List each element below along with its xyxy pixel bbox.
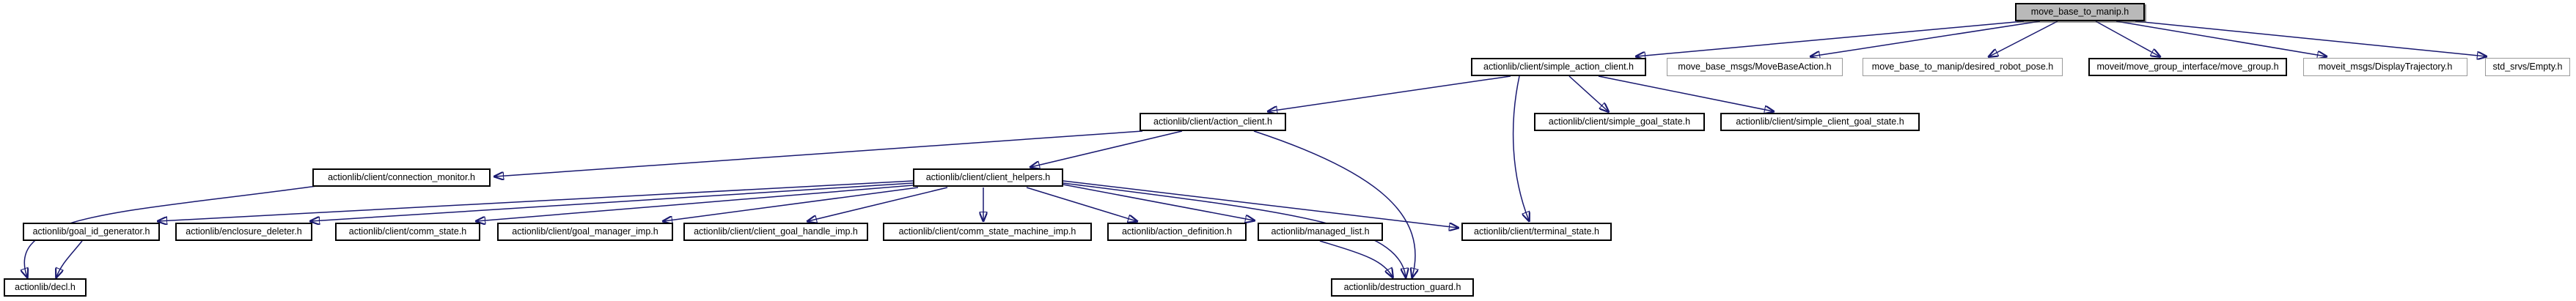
edge-action-client-destruction-guard xyxy=(1253,130,1415,277)
edge-simple-action-client-simple-goal-state xyxy=(1568,75,1608,111)
node-goal-manager-imp[interactable]: actionlib/client/goal_manager_imp.h xyxy=(497,223,673,241)
node-comm-state[interactable]: actionlib/client/comm_state.h xyxy=(335,223,480,241)
node-goal-id-generator[interactable]: actionlib/goal_id_generator.h xyxy=(23,223,160,241)
node-action-definition[interactable]: actionlib/action_definition.h xyxy=(1107,223,1247,241)
edge-root-desired-robot-pose xyxy=(1989,21,2058,56)
edge-action-client-client-helpers xyxy=(1031,130,1183,167)
node-simple-goal-state[interactable]: actionlib/client/simple_goal_state.h xyxy=(1534,113,1705,131)
edge-simple-action-client-simple-client-goal-state xyxy=(1598,75,1773,111)
node-action-client[interactable]: actionlib/client/action_client.h xyxy=(1140,113,1286,131)
node-managed-list[interactable]: actionlib/managed_list.h xyxy=(1258,223,1383,241)
edge-root-display-trajectory xyxy=(2116,21,2326,56)
node-std-srvs-empty: std_srvs/Empty.h xyxy=(2485,58,2570,76)
node-desired-robot-pose: move_base_to_manip/desired_robot_pose.h xyxy=(1863,58,2063,76)
node-decl[interactable]: actionlib/decl.h xyxy=(4,278,87,297)
edge-client-helpers-destruction-guard xyxy=(1063,182,1406,277)
node-terminal-state[interactable]: actionlib/client/terminal_state.h xyxy=(1461,223,1612,241)
node-client-goal-handle-imp[interactable]: actionlib/client/client_goal_handle_imp.… xyxy=(683,223,868,241)
node-client-helpers[interactable]: actionlib/client/client_helpers.h xyxy=(913,168,1063,187)
node-move-group[interactable]: moveit/move_group_interface/move_group.h xyxy=(2088,58,2287,76)
edge-root-simple-action-client xyxy=(1637,21,2025,56)
edge-client-helpers-enclosure-deleter xyxy=(311,182,914,221)
edge-client-helpers-goal-id-generator xyxy=(158,180,914,221)
node-move-base-action: move_base_msgs/MoveBaseAction.h xyxy=(1667,58,1843,76)
edge-root-std-srvs-empty xyxy=(2135,21,2486,56)
node-simple-action-client[interactable]: actionlib/client/simple_action_client.h xyxy=(1471,58,1646,76)
edge-client-helpers-comm-state xyxy=(477,185,914,221)
edge-connection-monitor-decl xyxy=(24,185,318,277)
edge-goal-id-generator-decl xyxy=(56,240,83,277)
node-connection-monitor[interactable]: actionlib/client/connection_monitor.h xyxy=(312,168,491,187)
edge-client-helpers-terminal-state xyxy=(1063,180,1458,228)
edge-simple-action-client-action-client xyxy=(1269,75,1511,111)
edge-action-client-connection-monitor xyxy=(495,130,1143,176)
edge-client-helpers-managed-list xyxy=(1063,184,1254,220)
edge-client-helpers-goal-manager-imp xyxy=(664,187,919,221)
edge-managed-list-destruction-guard xyxy=(1319,240,1392,277)
edge-client-helpers-action-definition xyxy=(1026,187,1137,221)
edge-simple-action-client-terminal-state xyxy=(1512,75,1529,220)
edge-root-move-base-action xyxy=(1811,21,2041,56)
edge-root-move-group xyxy=(2095,21,2159,56)
node-move-base-to-manip: move_base_to_manip.h xyxy=(2015,3,2145,21)
node-comm-state-machine-imp[interactable]: actionlib/client/comm_state_machine_imp.… xyxy=(883,223,1092,241)
node-simple-client-goal-state[interactable]: actionlib/client/simple_client_goal_stat… xyxy=(1720,113,1920,131)
node-display-trajectory: moveit_msgs/DisplayTrajectory.h xyxy=(2303,58,2467,76)
node-enclosure-deleter[interactable]: actionlib/enclosure_deleter.h xyxy=(175,223,312,241)
edge-client-helpers-client-goal-handle-imp xyxy=(808,187,948,221)
node-destruction-guard[interactable]: actionlib/destruction_guard.h xyxy=(1331,278,1474,297)
